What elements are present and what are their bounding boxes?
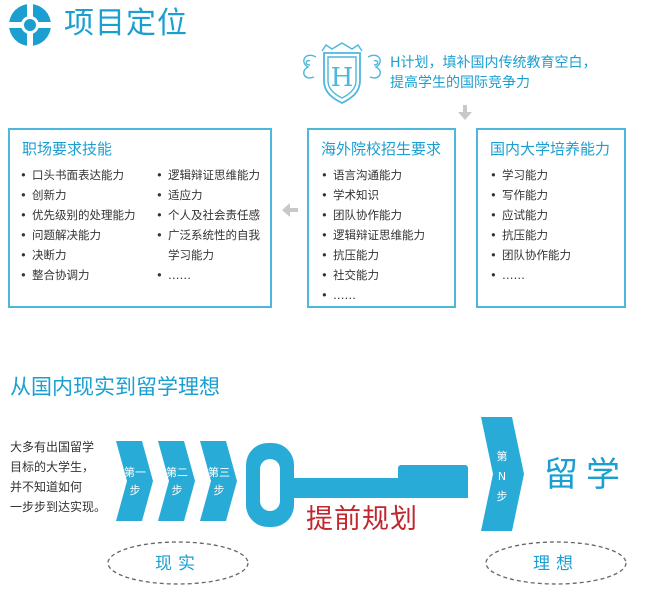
arrow-left-icon xyxy=(282,203,298,217)
box-title: 职场要求技能 xyxy=(22,140,113,158)
journey-diagram: 第一 步 第二 步 第三 步 第 N 步 xyxy=(107,417,627,585)
list-item: •学习能力 xyxy=(490,168,548,182)
workplace-skills-list-2: •逻辑辩证思维能力 •适应力 •个人及社会责任感 •广泛系统性的自我 学习能力 … xyxy=(156,165,260,285)
list-item: •社交能力 xyxy=(321,268,379,282)
description-text: 大多有出国留学 目标的大学生， 并不知道如何 一步步到达实现。 xyxy=(10,440,107,514)
ideal-ellipse xyxy=(485,541,627,585)
destination-label: 留学 xyxy=(544,455,628,495)
plan-ahead-label: 提前规划 xyxy=(306,504,418,535)
step-1-chevron xyxy=(116,441,153,521)
reality-ellipse xyxy=(107,541,249,585)
list-item: •个人及社会责任感 xyxy=(156,208,260,222)
list-item: •广泛系统性的自我 xyxy=(156,228,260,242)
list-item: •创新力 xyxy=(20,188,67,202)
arrow-down-icon xyxy=(458,105,472,120)
step-3-label: 步 xyxy=(214,484,225,497)
list-item: •口头书面表达能力 xyxy=(20,168,124,182)
list-item: •逻辑辩证思维能力 xyxy=(156,168,260,182)
step-n-label: 步 xyxy=(497,490,508,503)
reality-label: 现实 xyxy=(155,554,201,574)
list-item: •团队协作能力 xyxy=(490,248,571,262)
list-item: •抗压能力 xyxy=(490,228,548,242)
list-item: •抗压能力 xyxy=(321,248,379,262)
list-item: •…… xyxy=(321,288,356,302)
workplace-skills-list-1: •口头书面表达能力 •创新力 •优先级别的处理能力 •问题解决能力 •决断力 •… xyxy=(20,165,136,285)
step-3-chevron xyxy=(200,441,237,521)
list-item: •语言沟通能力 xyxy=(321,168,402,182)
slogan-line: 提高学生的国际竞争力 xyxy=(390,75,530,91)
step-3-label: 第三 xyxy=(208,465,230,479)
workplace-skills-box: 职场要求技能 •口头书面表达能力 •创新力 •优先级别的处理能力 •问题解决能力… xyxy=(8,128,272,308)
list-item: •…… xyxy=(156,268,191,282)
step-2-label: 第二 xyxy=(166,465,188,479)
list-item: •问题解决能力 xyxy=(20,228,101,242)
box-title: 国内大学培养能力 xyxy=(490,140,611,158)
target-icon xyxy=(9,4,51,46)
key-icon xyxy=(246,443,468,527)
ideal-label: 理想 xyxy=(533,554,579,574)
slogan-line: H计划，填补国内传统教育空白， xyxy=(390,55,597,71)
list-item: •…… xyxy=(490,268,525,282)
step-n-label: N xyxy=(498,470,506,483)
list-item: •学术知识 xyxy=(321,188,379,202)
list-item: •写作能力 xyxy=(490,188,548,202)
domestic-training-box: 国内大学培养能力 •学习能力 •写作能力 •应试能力 •抗压能力 •团队协作能力… xyxy=(476,128,626,308)
list-item: •应试能力 xyxy=(490,208,548,222)
step-2-label: 步 xyxy=(172,484,183,497)
list-item-continuation: 学习能力 xyxy=(168,248,214,262)
step-n-label: 第 xyxy=(497,449,508,463)
step-1-label: 步 xyxy=(130,484,141,497)
list-item: •优先级别的处理能力 xyxy=(20,208,136,222)
overseas-admission-box: 海外院校招生要求 •语言沟通能力 •学术知识 •团队协作能力 •逻辑辩证思维能力… xyxy=(307,128,456,308)
slogan: H计划，填补国内传统教育空白， 提高学生的国际竞争力 xyxy=(390,53,648,93)
page-title: 项目定位 xyxy=(64,6,188,41)
step-1-label: 第一 xyxy=(124,465,146,479)
domestic-abilities-list: •学习能力 •写作能力 •应试能力 •抗压能力 •团队协作能力 •…… xyxy=(490,165,571,285)
h-crest-logo: H xyxy=(303,42,381,105)
step-n-chevron xyxy=(481,417,524,531)
crest-letter: H xyxy=(331,63,354,93)
step-2-chevron xyxy=(158,441,195,521)
list-item: •决断力 xyxy=(20,248,67,262)
list-item: •团队协作能力 xyxy=(321,208,402,222)
section-title: 从国内现实到留学理想 xyxy=(10,375,220,399)
list-item: •逻辑辩证思维能力 xyxy=(321,228,425,242)
list-item: •适应力 xyxy=(156,188,203,202)
box-title: 海外院校招生要求 xyxy=(321,140,442,158)
list-item: •整合协调力 xyxy=(20,268,90,282)
overseas-requirements-list: •语言沟通能力 •学术知识 •团队协作能力 •逻辑辩证思维能力 •抗压能力 •社… xyxy=(321,165,425,305)
